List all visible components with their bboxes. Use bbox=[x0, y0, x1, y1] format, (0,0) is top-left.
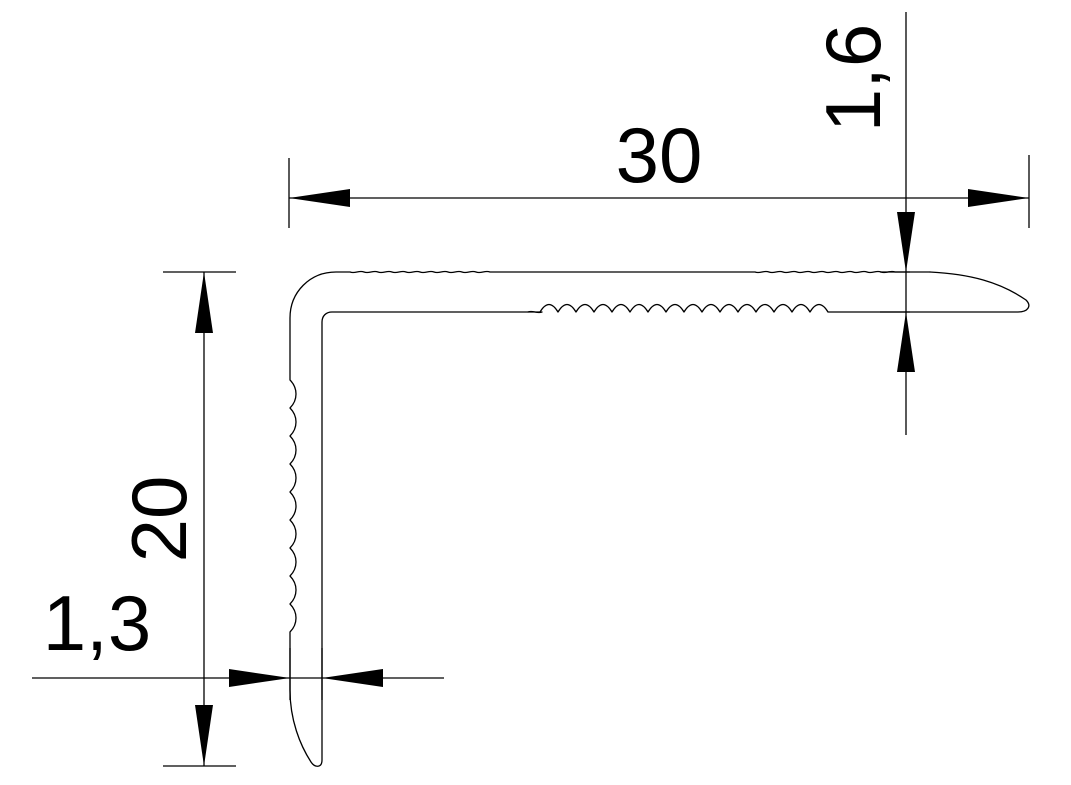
arrowhead-up-20 bbox=[195, 272, 213, 333]
angle-profile bbox=[289, 270, 1030, 767]
dimension-30: 30 bbox=[288, 111, 1030, 228]
arrowhead-down bbox=[897, 212, 915, 272]
arrowhead-down-20 bbox=[195, 705, 213, 766]
dimension-1-3: 1,3 bbox=[32, 579, 444, 700]
arrowhead-left bbox=[289, 189, 350, 207]
arrowhead-up bbox=[897, 312, 915, 372]
dimension-label-1-3: 1,3 bbox=[43, 579, 151, 667]
dimension-label-1-6: 1,6 bbox=[809, 24, 897, 132]
dimension-label-20: 20 bbox=[115, 476, 203, 563]
dimension-1-6: 1,6 bbox=[809, 12, 915, 435]
profile-inner-ribs bbox=[527, 271, 1030, 313]
dimension-20: 20 bbox=[115, 271, 236, 767]
dimension-label-30: 30 bbox=[616, 111, 703, 199]
profile-outer-edge bbox=[289, 270, 931, 767]
arrowhead-right bbox=[968, 189, 1029, 207]
arrowhead-left-1-3 bbox=[322, 669, 383, 687]
arrowhead-right-1-3 bbox=[229, 669, 290, 687]
